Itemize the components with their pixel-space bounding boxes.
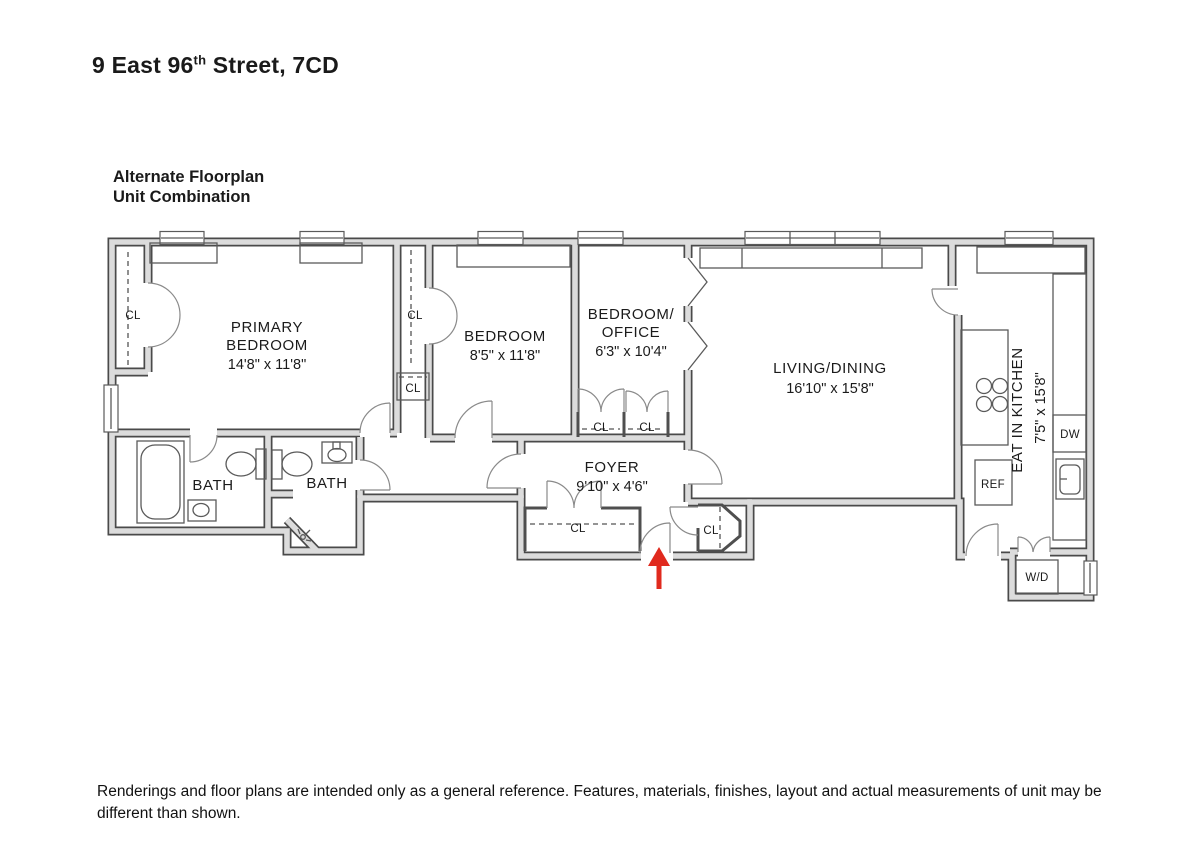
living-dining-label: LIVING/DINING bbox=[773, 360, 887, 377]
bedroom-dims: 8'5" x 11'8" bbox=[470, 348, 540, 364]
walls bbox=[112, 242, 1090, 597]
shower-head-icon bbox=[297, 528, 312, 542]
primary-bedroom-dims: 14'8" x 11'8" bbox=[228, 357, 306, 373]
small-labels: CL CL CL CL CL CL CL DW REF W/D bbox=[125, 310, 1080, 584]
bath-second-label: BATH bbox=[306, 475, 347, 492]
washer-dryer-label: W/D bbox=[1025, 572, 1048, 584]
closet-label: CL bbox=[703, 525, 719, 537]
eat-in-kitchen-label: EAT IN KITCHEN bbox=[1009, 347, 1026, 472]
room-labels: PRIMARY BEDROOM 14'8" x 11'8" BEDROOM 8'… bbox=[192, 306, 1049, 495]
washer-dryer-box bbox=[1015, 559, 1059, 595]
closet-dash-lines bbox=[127, 250, 721, 549]
window-seat bbox=[456, 244, 571, 268]
console bbox=[699, 247, 923, 269]
bedroom-label: BEDROOM bbox=[464, 328, 546, 345]
radiator bbox=[149, 242, 218, 264]
living-dining-dims: 16'10" x 15'8" bbox=[786, 381, 874, 397]
windows bbox=[103, 230, 1098, 596]
dishwasher-box bbox=[1052, 414, 1087, 453]
plan-note-line1: Alternate Floorplan bbox=[113, 168, 265, 186]
counter-top bbox=[976, 246, 1086, 274]
plan-note-line2: Unit Combination bbox=[113, 188, 251, 206]
closet-label: CL bbox=[405, 383, 421, 395]
bath-fixtures bbox=[136, 440, 353, 542]
bedroom-office-label: BEDROOM/ bbox=[588, 306, 675, 323]
builtins bbox=[149, 242, 923, 269]
eat-in-kitchen-dims: 7'5" x 15'8" bbox=[1033, 372, 1049, 443]
title-street: 9 East 96 bbox=[92, 52, 194, 78]
kitchen-sink-icon bbox=[1055, 458, 1085, 500]
bath-primary-label: BATH bbox=[192, 477, 233, 494]
toilet-icon bbox=[225, 448, 267, 480]
sink-icon bbox=[321, 441, 353, 464]
closet-label: CL bbox=[407, 310, 423, 322]
radiator bbox=[299, 242, 363, 264]
primary-bedroom-label2: BEDROOM bbox=[226, 337, 308, 354]
title-unit: Street, 7CD bbox=[206, 52, 339, 78]
closet-label: CL bbox=[639, 422, 655, 434]
title-ordinal: th bbox=[193, 52, 207, 68]
counter-right bbox=[1052, 273, 1087, 541]
small-closet-box bbox=[396, 372, 430, 401]
refrigerator-box bbox=[974, 459, 1013, 506]
closet-walls bbox=[523, 412, 742, 553]
bathtub-icon bbox=[136, 440, 185, 524]
doors bbox=[147, 257, 1051, 557]
closet-label: CL bbox=[570, 523, 586, 535]
bedroom-office-label2: OFFICE bbox=[602, 324, 661, 341]
plan-note: Alternate Floorplan Unit Combination bbox=[113, 167, 264, 207]
primary-bedroom-label: PRIMARY bbox=[231, 319, 303, 336]
disclaimer-text: Renderings and floor plans are intended … bbox=[97, 782, 1102, 823]
stove-icon bbox=[975, 377, 1009, 413]
counter-left bbox=[960, 329, 1009, 446]
toilet-icon bbox=[271, 449, 313, 480]
foyer-label: FOYER bbox=[585, 459, 640, 476]
entry-arrow-icon bbox=[648, 547, 670, 589]
refrigerator-label: REF bbox=[981, 479, 1005, 491]
foyer-dims: 9'10" x 4'6" bbox=[576, 479, 647, 495]
page-title: 9 East 96th Street, 7CD bbox=[92, 52, 339, 79]
dishwasher-label: DW bbox=[1060, 429, 1080, 441]
kitchen-fixtures bbox=[960, 246, 1087, 595]
service-door-gap bbox=[965, 550, 1001, 563]
closet-label: CL bbox=[125, 310, 141, 322]
french-doors-icon bbox=[687, 257, 708, 371]
closet-label: CL bbox=[593, 422, 609, 434]
bedroom-office-dims: 6'3" x 10'4" bbox=[595, 344, 666, 360]
sink-icon bbox=[187, 499, 217, 522]
